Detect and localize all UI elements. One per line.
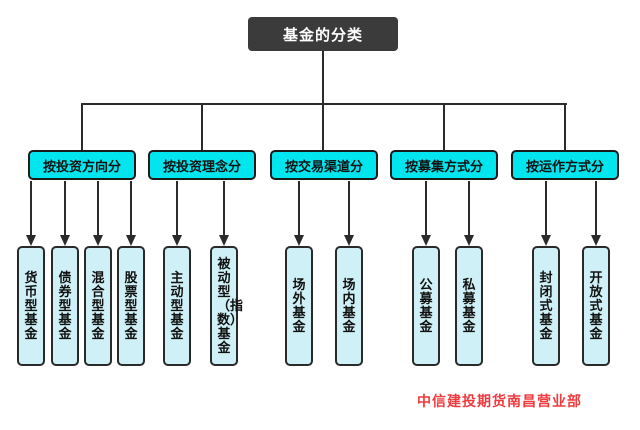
arrow-down-icon [172,235,182,246]
arrow-down-icon [93,235,103,246]
arrow-down-icon [421,235,431,246]
arrow-down-icon [591,235,601,246]
leaf-node-bond-fund: 债券型基金 [51,246,79,366]
arrow-connector [425,181,427,236]
arrow-down-icon [344,235,354,246]
arrow-connector [223,181,225,236]
leaf-node-hybrid-fund: 混合型基金 [84,246,112,366]
leaf-label: 债券型基金 [58,270,72,341]
arrow-down-icon [541,235,551,246]
leaf-node-money-market-fund: 货币型基金 [17,246,45,366]
branch-label: 按运作方式分 [525,158,604,174]
arrow-down-icon [126,235,136,246]
leaf-node-open-end-fund: 开放式基金 [582,246,610,366]
branch-node-investment-philosophy: 按投资理念分 [148,150,256,180]
connector-drop-branch-1 [81,104,83,150]
leaf-label: 场内基金 [342,277,356,334]
arrow-down-icon [294,235,304,246]
leaf-node-active-fund: 主动型基金 [163,246,191,366]
leaf-label: 私募基金 [462,277,476,334]
branch-node-fundraising-method: 按募集方式分 [390,150,498,180]
arrow-down-icon [26,235,36,246]
branch-label: 按投资理念分 [162,158,241,174]
leaf-label: 公募基金 [419,277,433,334]
leaf-label: 开放式基金 [589,270,603,341]
leaf-label: 货币型基金 [24,270,38,341]
leaf-node-otc-fund: 场外基金 [285,246,313,366]
leaf-label: 被动型（指数）基金 [217,256,244,355]
leaf-label: 股票型基金 [124,270,138,341]
connector-root-trunk [322,51,324,150]
leaf-node-exchange-fund: 场内基金 [335,246,363,366]
leaf-label: 主动型基金 [170,270,184,341]
leaf-node-private-fund: 私募基金 [455,246,483,366]
leaf-label: 场外基金 [292,277,306,334]
branch-node-investment-direction: 按投资方向分 [28,150,136,180]
connector-distribution-bar [81,103,567,105]
arrow-down-icon [464,235,474,246]
root-node-label: 基金的分类 [282,26,363,44]
branch-label: 按交易渠道分 [284,158,363,174]
arrow-connector [64,181,66,236]
branch-node-trading-channel: 按交易渠道分 [270,150,378,180]
arrow-connector [468,181,470,236]
branch-node-operation-mode: 按运作方式分 [511,150,619,180]
arrow-down-icon [219,235,229,246]
arrow-connector [176,181,178,236]
connector-drop-branch-4 [443,104,445,150]
leaf-node-public-fund: 公募基金 [412,246,440,366]
arrow-connector [595,181,597,236]
arrow-connector [545,181,547,236]
arrow-connector [348,181,350,236]
root-node-fund-classification: 基金的分类 [248,17,398,51]
arrow-connector [30,181,32,236]
arrow-connector [298,181,300,236]
leaf-node-closed-end-fund: 封闭式基金 [532,246,560,366]
leaf-label: 混合型基金 [91,270,105,341]
connector-drop-branch-2 [201,104,203,150]
branch-label: 按募集方式分 [404,158,483,174]
arrow-connector [97,181,99,236]
leaf-label: 封闭式基金 [539,270,553,341]
leaf-node-passive-index-fund: 被动型（指数）基金 [210,246,244,366]
footer-credit: 中信建投期货南昌营业部 [417,393,582,409]
branch-label: 按投资方向分 [42,158,121,174]
leaf-node-equity-fund: 股票型基金 [117,246,145,366]
connector-drop-branch-5 [564,104,566,150]
arrow-down-icon [60,235,70,246]
arrow-connector [130,181,132,236]
